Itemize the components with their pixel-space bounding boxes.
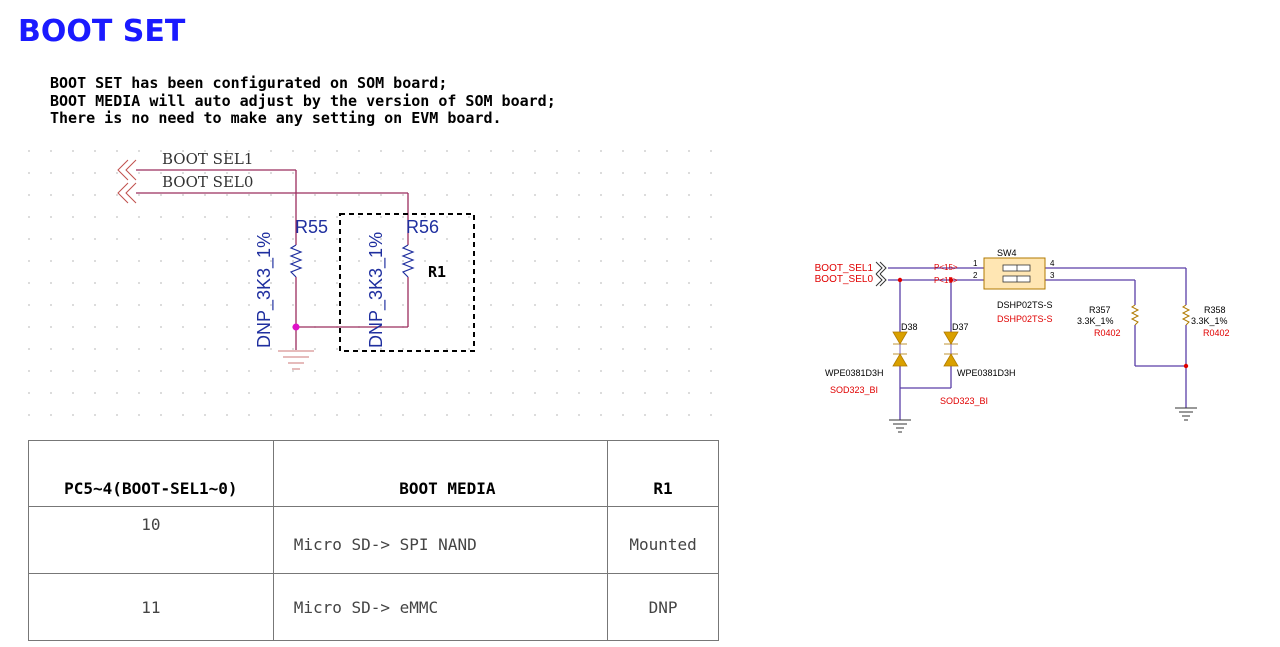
- table-header: BOOT MEDIA: [272, 440, 609, 507]
- diode-part-d37: WPE0381D3H: [957, 368, 1016, 378]
- option-label-r1: R1: [428, 263, 446, 281]
- junction-dot: [897, 277, 903, 283]
- ground-icon: [278, 350, 314, 370]
- junction-dot: [948, 277, 954, 283]
- table-cell: DNP: [607, 573, 719, 641]
- boot-notes: BOOT SET has been configurated on SOM bo…: [50, 74, 556, 128]
- diode-package-d38: SOD323_BI: [830, 385, 878, 395]
- table-header-row: PC5~4(BOOT-SEL1~0) BOOT MEDIA R1: [28, 440, 719, 507]
- net-label-boot-sel0: BOOT SEL0: [162, 173, 253, 191]
- page-title: BOOT SET: [18, 14, 186, 49]
- diode-ref-d37: D37: [952, 322, 969, 332]
- diode-ref-d38: D38: [901, 322, 918, 332]
- net-tag: P<15>: [934, 263, 958, 272]
- table-cell: 10: [28, 506, 274, 574]
- note-line: BOOT MEDIA will auto adjust by the versi…: [50, 91, 556, 110]
- switch-pin: 4: [1050, 259, 1055, 268]
- resistor-value-r358: 3.3K_1%: [1191, 316, 1228, 326]
- table-cell: Mounted: [607, 506, 719, 574]
- diode-d37-icon: [943, 331, 959, 367]
- junction-dot: [292, 323, 300, 331]
- switch-part: DSHP02TS-S: [997, 300, 1053, 310]
- net-tag: P<15>: [934, 276, 958, 285]
- table-cell: Micro SD-> SPI NAND: [272, 506, 609, 574]
- resistor-r358-icon: [1181, 304, 1191, 326]
- schematic-grid: [18, 140, 728, 430]
- table-header: R1: [607, 440, 719, 507]
- note-line: There is no need to make any setting on …: [50, 109, 502, 127]
- resistor-package-r358: R0402: [1203, 328, 1230, 338]
- table-cell: 11: [28, 573, 274, 641]
- diode-d38-icon: [892, 331, 908, 367]
- resistor-r56-icon: [401, 244, 415, 278]
- resistor-value-r56: DNP_3K3_1%: [366, 232, 387, 348]
- resistor-value-r55: DNP_3K3_1%: [254, 232, 275, 348]
- table-header: PC5~4(BOOT-SEL1~0): [28, 440, 274, 507]
- diode-package-d37: SOD323_BI: [940, 396, 988, 406]
- boot-media-table: PC5~4(BOOT-SEL1~0) BOOT MEDIA R1 10 Micr…: [28, 440, 719, 641]
- note-line: BOOT SET has been configurated on SOM bo…: [50, 74, 448, 92]
- diode-part-d38: WPE0381D3H: [825, 368, 884, 378]
- option-box-r1: [339, 213, 475, 352]
- resistor-ref-r55: R55: [295, 217, 328, 237]
- dip-switch-icon: [983, 257, 1046, 290]
- net-label-boot-sel1: BOOT SEL1: [162, 150, 253, 168]
- ground-icon: [1175, 407, 1197, 421]
- table-cell: Micro SD-> eMMC: [272, 573, 609, 641]
- resistor-value-r357: 3.3K_1%: [1077, 316, 1114, 326]
- offpage-connector-icon: [117, 159, 137, 204]
- junction-dot: [1183, 363, 1189, 369]
- resistor-ref-r358: R358: [1204, 305, 1226, 315]
- table-row: 10 Micro SD-> SPI NAND Mounted: [28, 506, 719, 574]
- ground-icon: [889, 419, 911, 433]
- table-row: 11 Micro SD-> eMMC DNP: [28, 573, 719, 641]
- switch-pin: 2: [973, 271, 978, 280]
- net-label-boot-sel1: BOOT_SEL1: [815, 263, 874, 274]
- resistor-ref-r56: R56: [406, 217, 439, 237]
- resistor-r55-icon: [289, 244, 303, 278]
- net-label-boot-sel0: BOOT_SEL0: [815, 274, 874, 285]
- right-wires: [888, 267, 1187, 420]
- offpage-connector-icon: [875, 261, 887, 287]
- switch-ref: SW4: [997, 248, 1017, 258]
- left-schematic: BOOT SEL1 BOOT SEL0 R55 R56 DNP_3K3_1% D…: [117, 150, 475, 370]
- left-wires: [136, 169, 409, 350]
- switch-part-alt: DSHP02TS-S: [997, 314, 1053, 324]
- resistor-r357-icon: [1130, 304, 1140, 326]
- resistor-package-r357: R0402: [1094, 328, 1121, 338]
- resistor-ref-r357: R357: [1089, 305, 1111, 315]
- switch-pin: 1: [973, 259, 978, 268]
- right-schematic: BOOT_SEL1 BOOT_SEL0 P<15> P<15> SW4 1 2 …: [815, 248, 1230, 433]
- switch-pin: 3: [1050, 271, 1055, 280]
